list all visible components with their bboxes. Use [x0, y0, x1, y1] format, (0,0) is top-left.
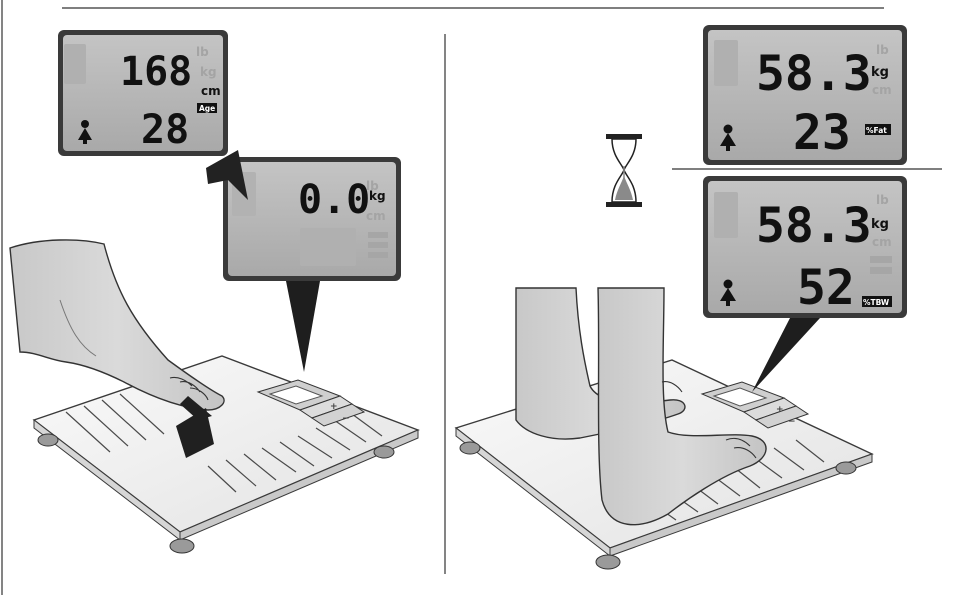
fat-badge: %Fat	[866, 126, 887, 135]
right-scale-keypad: + −	[700, 381, 810, 429]
person-icon	[720, 124, 736, 151]
person-icon	[78, 120, 92, 144]
ghost-kg-label: kg	[200, 65, 217, 79]
age-value: 28	[141, 107, 189, 153]
callout-pointer-left	[286, 281, 320, 372]
plus-key-label: +	[776, 405, 784, 415]
age-badge: Age	[199, 104, 215, 113]
minus-key-label: −	[342, 414, 350, 424]
weight-unit: kg	[871, 65, 889, 80]
down-arrow-icon	[176, 408, 214, 458]
ghost-cm-label: cm	[872, 83, 892, 97]
weight-unit: kg	[369, 189, 386, 203]
water-value: 52	[797, 260, 855, 316]
water-badge: %TBW	[863, 298, 890, 307]
left-scale-keypad: + −	[256, 379, 366, 427]
ghost-lb-label: lb	[876, 43, 889, 57]
weight-value: 0.0	[298, 177, 370, 223]
plus-key-label: +	[330, 402, 338, 412]
ghost-cm-label: cm	[366, 209, 386, 223]
weight-value: 58.3	[756, 198, 872, 254]
fat-value: 23	[793, 105, 851, 161]
ghost-lb-label: lb	[876, 193, 889, 207]
legs-illustration	[515, 287, 767, 526]
transition-arrow	[206, 150, 248, 200]
lcd-fat: lb cm 58.3 kg 23 %Fat	[703, 25, 907, 165]
weight-value: 58.3	[756, 46, 872, 102]
callout-pointer-right	[752, 318, 820, 392]
height-value: 168	[120, 49, 192, 95]
ghost-lb-label: lb	[196, 45, 209, 59]
lcd-zero-weight: lb cm 0.0 kg	[223, 157, 401, 281]
hourglass-icon	[606, 134, 642, 207]
ghost-cm-label: cm	[872, 235, 892, 249]
minus-key-label: −	[788, 417, 796, 427]
left-scale: + −	[32, 355, 420, 554]
foot-icon	[9, 239, 225, 411]
weight-unit: kg	[871, 217, 889, 232]
lcd-water: lb cm 58.3 kg 52 %TBW	[703, 176, 907, 318]
height-unit: cm	[201, 84, 221, 98]
ghost-lb-label: lb	[366, 179, 379, 193]
person-icon	[720, 279, 736, 306]
lcd-height-age: lb kg 168 cm 28 Age	[58, 30, 228, 156]
